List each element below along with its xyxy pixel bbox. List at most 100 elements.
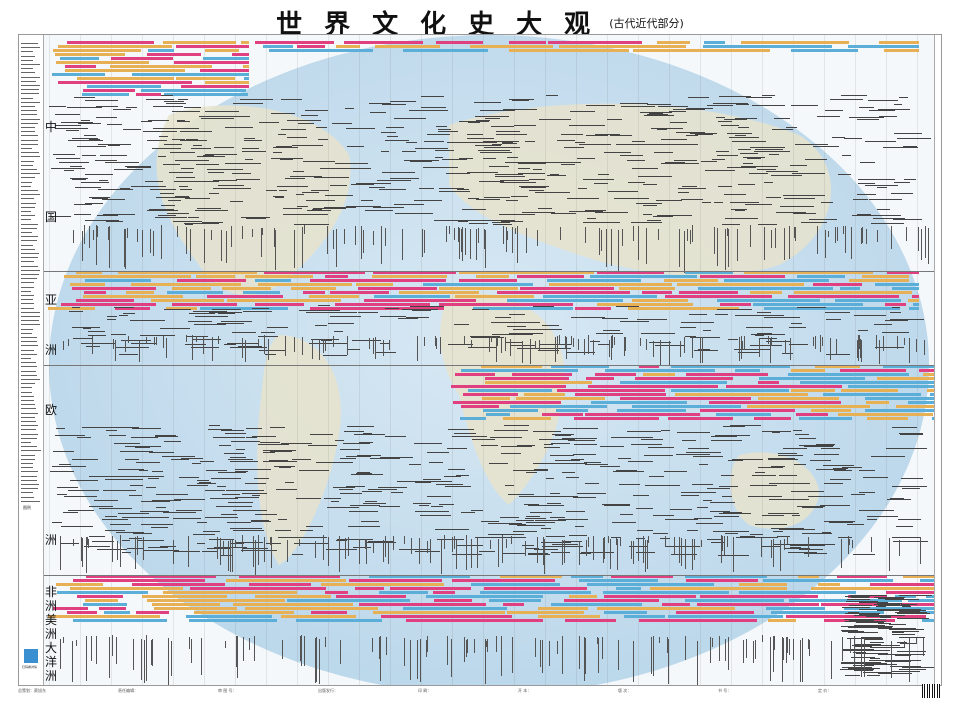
vertical-note [562, 636, 564, 675]
barcode-icon [922, 684, 940, 698]
vertical-note [534, 340, 536, 349]
event-text-line [652, 216, 674, 218]
event-text-line [829, 98, 864, 100]
vertical-note [467, 639, 469, 653]
dynasty-period-bar [834, 299, 901, 302]
vertical-note [624, 336, 626, 351]
event-text-line [602, 329, 621, 331]
event-text-line [455, 545, 483, 547]
vertical-note [211, 230, 213, 240]
event-text-line [325, 549, 358, 550]
event-text-line [799, 549, 823, 551]
century-gridline [266, 35, 267, 685]
event-text-line [551, 551, 571, 553]
event-text-line [334, 440, 344, 442]
event-text-line [586, 217, 597, 219]
event-text-line [505, 484, 514, 486]
event-text-line [89, 475, 119, 477]
event-text-line [782, 353, 794, 355]
footer-item: 定 价： [818, 688, 832, 693]
event-text-line [562, 427, 599, 429]
event-text-line [495, 317, 512, 319]
event-text-line [865, 616, 883, 618]
event-text-line [492, 223, 513, 225]
event-text-line [69, 311, 84, 313]
dynasty-period-bar [509, 49, 629, 52]
event-text-line [546, 174, 566, 176]
event-text-line [802, 532, 832, 534]
left-panel-text-line [21, 471, 38, 473]
event-text-line [551, 544, 579, 546]
event-text-line [479, 551, 496, 553]
vertical-note [724, 229, 726, 270]
vertical-note [667, 638, 669, 684]
vertical-note [557, 335, 559, 355]
event-text-line [252, 436, 276, 438]
event-text-line [898, 637, 926, 639]
event-text-line [853, 652, 867, 654]
event-text-line [389, 101, 417, 103]
event-text-line [208, 312, 242, 314]
event-text-line [384, 308, 400, 309]
event-text-line [381, 103, 406, 105]
event-text-line [98, 179, 109, 181]
event-text-line [768, 498, 789, 500]
event-text-line [873, 217, 889, 219]
event-text-line [644, 114, 675, 116]
dynasty-period-bar [927, 389, 934, 392]
event-text-line [721, 125, 739, 127]
dynasty-period-bar [895, 405, 934, 408]
event-text-line [731, 458, 763, 460]
dynasty-period-bar [151, 299, 225, 302]
vertical-note [916, 339, 918, 353]
event-text-line [784, 547, 811, 549]
dynasty-period-bar [611, 575, 674, 578]
dynasty-period-bar [787, 295, 899, 298]
vertical-note [587, 537, 589, 548]
dynasty-period-bar [67, 611, 97, 614]
dynasty-period-bar [146, 599, 285, 602]
vertical-note [132, 638, 134, 670]
dynasty-period-bar [839, 287, 861, 290]
event-text-line [203, 154, 214, 156]
event-text-line [412, 309, 431, 311]
event-text-line [247, 343, 259, 345]
vertical-note [336, 228, 337, 267]
event-text-line [380, 343, 390, 345]
event-text-line [858, 470, 875, 472]
dynasty-period-bar [320, 583, 445, 586]
event-text-line [466, 138, 495, 140]
event-text-line [868, 99, 899, 101]
dynasty-period-bar [310, 279, 447, 282]
event-text-line [281, 98, 302, 100]
event-text-line [891, 193, 914, 195]
event-text-line [76, 437, 92, 439]
event-text-line [888, 624, 907, 626]
event-text-line [155, 435, 179, 437]
event-text-line [436, 126, 447, 128]
event-text-line [517, 524, 546, 526]
event-text-line [160, 95, 173, 97]
event-text-line [842, 648, 875, 650]
event-text-line [680, 495, 700, 497]
event-text-line [673, 109, 705, 111]
dynasty-period-bar [378, 591, 429, 594]
event-text-line [185, 198, 210, 200]
vertical-note [658, 636, 660, 643]
event-text-line [191, 463, 202, 465]
vertical-note [361, 225, 363, 259]
left-panel-text-line [21, 43, 39, 44]
event-text-line [501, 453, 522, 455]
event-text-line [630, 443, 662, 445]
event-text-line [737, 126, 750, 128]
dynasty-period-bar [541, 413, 583, 416]
event-text-line [595, 332, 624, 334]
vertical-note [423, 337, 425, 346]
event-text-line [651, 128, 671, 130]
event-text-line [902, 447, 927, 449]
event-text-line [381, 132, 396, 134]
event-text-line [173, 550, 200, 552]
vertical-note [319, 639, 321, 684]
vertical-note [732, 536, 734, 572]
event-text-line [215, 505, 252, 507]
